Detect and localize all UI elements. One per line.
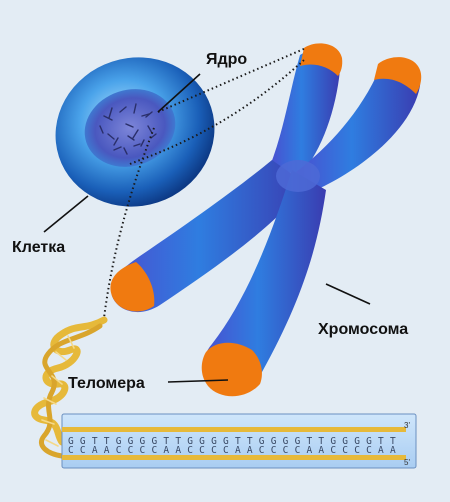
- cell-label: Клетка: [12, 239, 65, 256]
- chromosome-label: Хромосома: [318, 321, 408, 338]
- pointer-chromosome: [325, 283, 371, 305]
- telomere-cap-bottom-left: [110, 262, 155, 312]
- dotted-connectors: [103, 47, 307, 319]
- nucleus-chromatin: [99, 103, 157, 155]
- chromosome: [110, 43, 422, 397]
- bottom-strand-backbone: [62, 455, 406, 460]
- connector-nucleus-to-chromosome-bottom: [129, 59, 305, 165]
- top-strand-backbone: [62, 427, 406, 432]
- telomere-cap-top-right: [374, 57, 422, 94]
- dna-ribbon: [31, 316, 108, 459]
- nucleus: [84, 89, 176, 167]
- chromosome-arm-lower-left: [111, 160, 306, 313]
- dna-sequence-panel: GGTTGGGGTTGGGGTTGGGGTTGGGGTT CCAACCCCAAC…: [61, 413, 417, 469]
- telomere-label: Теломера: [68, 375, 145, 392]
- chromosome-arm-upper-left: [270, 49, 340, 177]
- telomere-cap-bottom-right: [201, 342, 262, 397]
- pointer-lines: [43, 73, 371, 383]
- telomere-cap-top-left: [300, 43, 343, 76]
- bottom-strand-end-label: 5': [404, 458, 410, 467]
- pointer-telomere: [167, 379, 229, 383]
- cell: [55, 57, 215, 207]
- nucleus-label: Ядро: [206, 51, 247, 68]
- pointer-cell: [43, 195, 89, 233]
- chromosome-arm-upper-right: [296, 63, 421, 191]
- chromosome-arm-lower-right: [202, 170, 326, 393]
- centromere: [276, 160, 320, 192]
- pointer-nucleus: [157, 73, 201, 113]
- top-strand-end-label: 3': [404, 421, 410, 430]
